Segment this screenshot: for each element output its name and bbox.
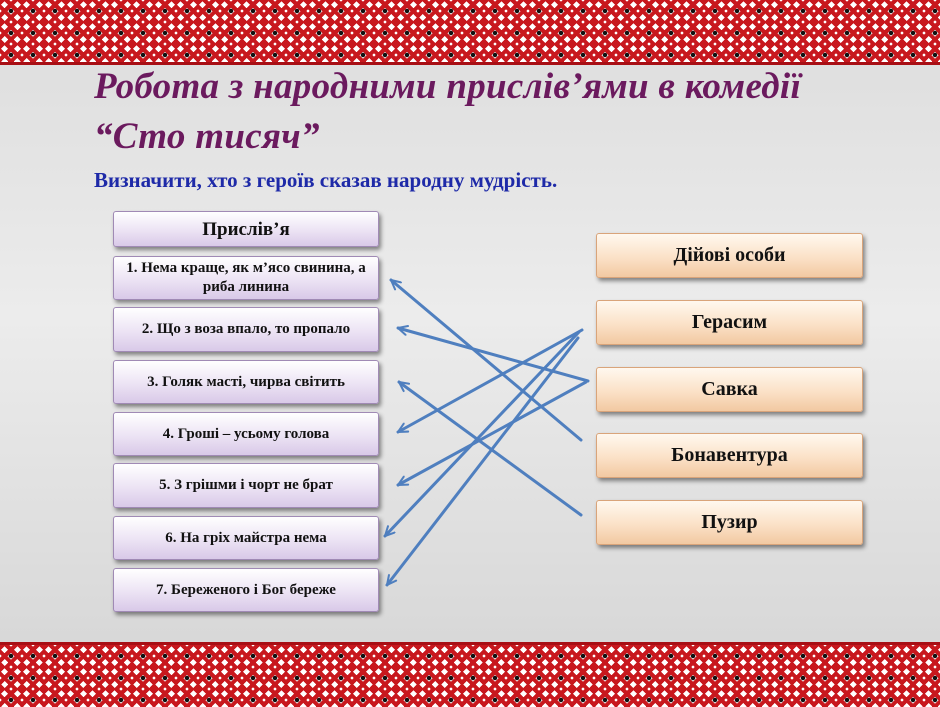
arrow-savka-to-proverb-2 (396, 328, 590, 383)
slide-title: Робота з народними прислів’ями в комедії… (94, 66, 802, 157)
slide-subtitle: Визначити, хто з героїв сказав народну м… (94, 168, 558, 192)
arrow-bonaventura-to-proverb-1 (389, 278, 583, 442)
bottom-ornament-band (0, 642, 940, 707)
character-box-puzyr: Пузир (596, 500, 863, 545)
proverb-box-6: 6. На гріх майстра нема (113, 516, 379, 560)
proverb-box-4: 4. Гроші – усьому голова (113, 412, 379, 456)
character-box-gerasym: Герасим (596, 300, 863, 345)
proverb-box-2: 2. Що з воза впало, то пропало (113, 307, 379, 352)
arrow-gerasym-to-proverb-7 (385, 336, 580, 587)
proverb-box-1: 1. Нема краще, як м’ясо свинина, а риба … (113, 256, 379, 300)
arrow-gerasym-to-proverb-4 (396, 328, 584, 434)
character-box-savka: Савка (596, 367, 863, 412)
proverb-box-7: 7. Береженого і Бог береже (113, 568, 379, 612)
character-box-bonaventura: Бонавентура (596, 433, 863, 478)
proverb-box-5: 5. З грішми і чорт не брат (113, 463, 379, 508)
proverbs-header: Прислів’я (113, 211, 379, 247)
top-ornament-band (0, 0, 940, 65)
arrow-gerasym-to-proverb-6 (383, 330, 581, 538)
arrow-puzyr-to-proverb-3 (397, 380, 583, 517)
characters-header: Дійові особи (596, 233, 863, 278)
proverb-box-3: 3. Голяк масті, чирва світить (113, 360, 379, 404)
arrow-savka-to-proverb-5 (396, 380, 588, 487)
